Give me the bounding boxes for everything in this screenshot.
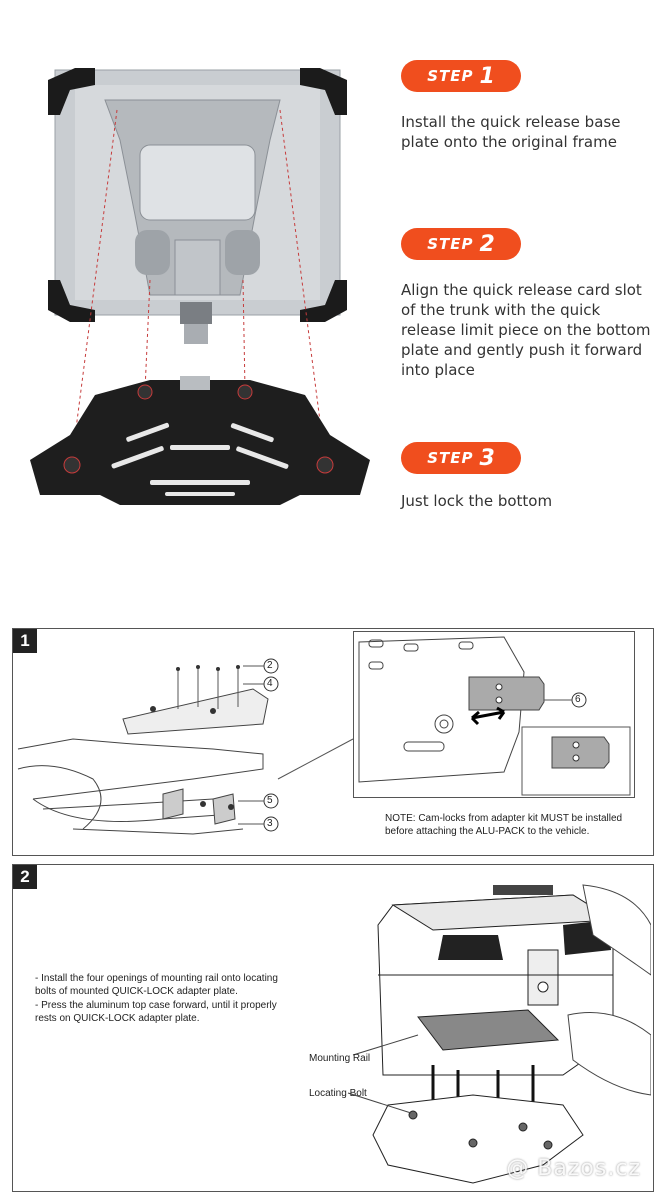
- step-2-text: Align the quick release card slot of the…: [401, 281, 651, 379]
- instruction-panel-2: 2 - Install the four openings of mountin…: [12, 864, 654, 1192]
- instruction-1-line-2: bolts of mounted QUICK-LOCK adapter plat…: [35, 986, 238, 997]
- note-line-1: NOTE: Cam-locks from adapter kit MUST be…: [385, 813, 623, 824]
- callout-3: 3: [267, 818, 273, 829]
- step-1-badge: STEP 1: [401, 60, 521, 92]
- step-3-badge: STEP 3: [401, 442, 521, 474]
- step-1-number: 1: [479, 63, 495, 89]
- topcase-mounting-diagram: [347, 884, 651, 1184]
- callout-4: 4: [267, 678, 273, 689]
- step-1-text: Install the quick release base plate ont…: [401, 113, 621, 151]
- step-3-word: STEP: [427, 449, 474, 467]
- panel-1-number: 1: [13, 629, 37, 653]
- label-mounting-rail: Mounting Rail: [309, 1053, 371, 1064]
- step-2-badge: STEP 2: [401, 228, 521, 260]
- label-locating-bolt: Locating Bolt: [309, 1088, 367, 1099]
- callout-6: 6: [575, 694, 581, 705]
- instruction-2-line-2: rests on QUICK-LOCK adapter plate.: [35, 1013, 200, 1024]
- instruction-2-line-1: - Press the aluminum top case forward, u…: [35, 1000, 277, 1011]
- step-2-number: 2: [479, 231, 495, 257]
- instruction-panel-1: 1: [12, 628, 654, 856]
- callout-2: 2: [267, 660, 273, 671]
- product-photo: [0, 40, 400, 560]
- watermark: @ Bazos.cz: [506, 1156, 641, 1181]
- rack-diagram: [17, 658, 353, 835]
- callout-5: 5: [267, 795, 273, 806]
- camlock-detail-inset: 6: [353, 631, 635, 798]
- instruction-1-line-1: - Install the four openings of mounting …: [35, 973, 278, 984]
- note-line-2: before attaching the ALU-PACK to the veh…: [385, 826, 590, 837]
- step-1-word: STEP: [427, 67, 474, 85]
- step-2-word: STEP: [427, 235, 474, 253]
- panel-2-number: 2: [13, 865, 37, 889]
- step-3-number: 3: [479, 445, 495, 471]
- step-3-text: Just lock the bottom: [401, 492, 553, 510]
